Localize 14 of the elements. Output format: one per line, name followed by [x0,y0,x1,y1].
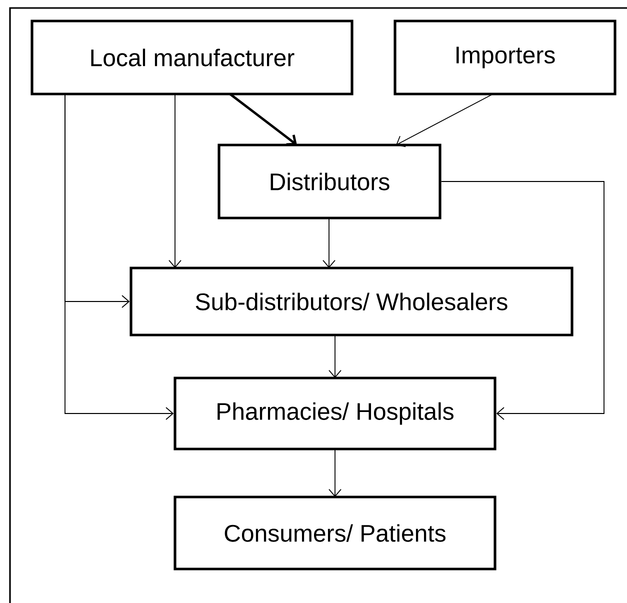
process-box: Pharmacies/ Hospitals [174,376,496,450]
arrow [328,448,342,497]
arrow [396,94,494,148]
process-box: Distributors [218,144,442,220]
process-box: Local manufacturer [30,20,354,96]
arrow [229,93,297,146]
arrow [168,94,182,268]
arrow [328,334,342,378]
arrow [64,94,174,420]
arrow [322,218,336,268]
process-box: Sub-distributors/ Wholesalers [130,266,574,336]
arrow [440,181,604,420]
process-box: Importers [394,20,616,96]
process-box: Consumers/ Patients [174,496,496,570]
